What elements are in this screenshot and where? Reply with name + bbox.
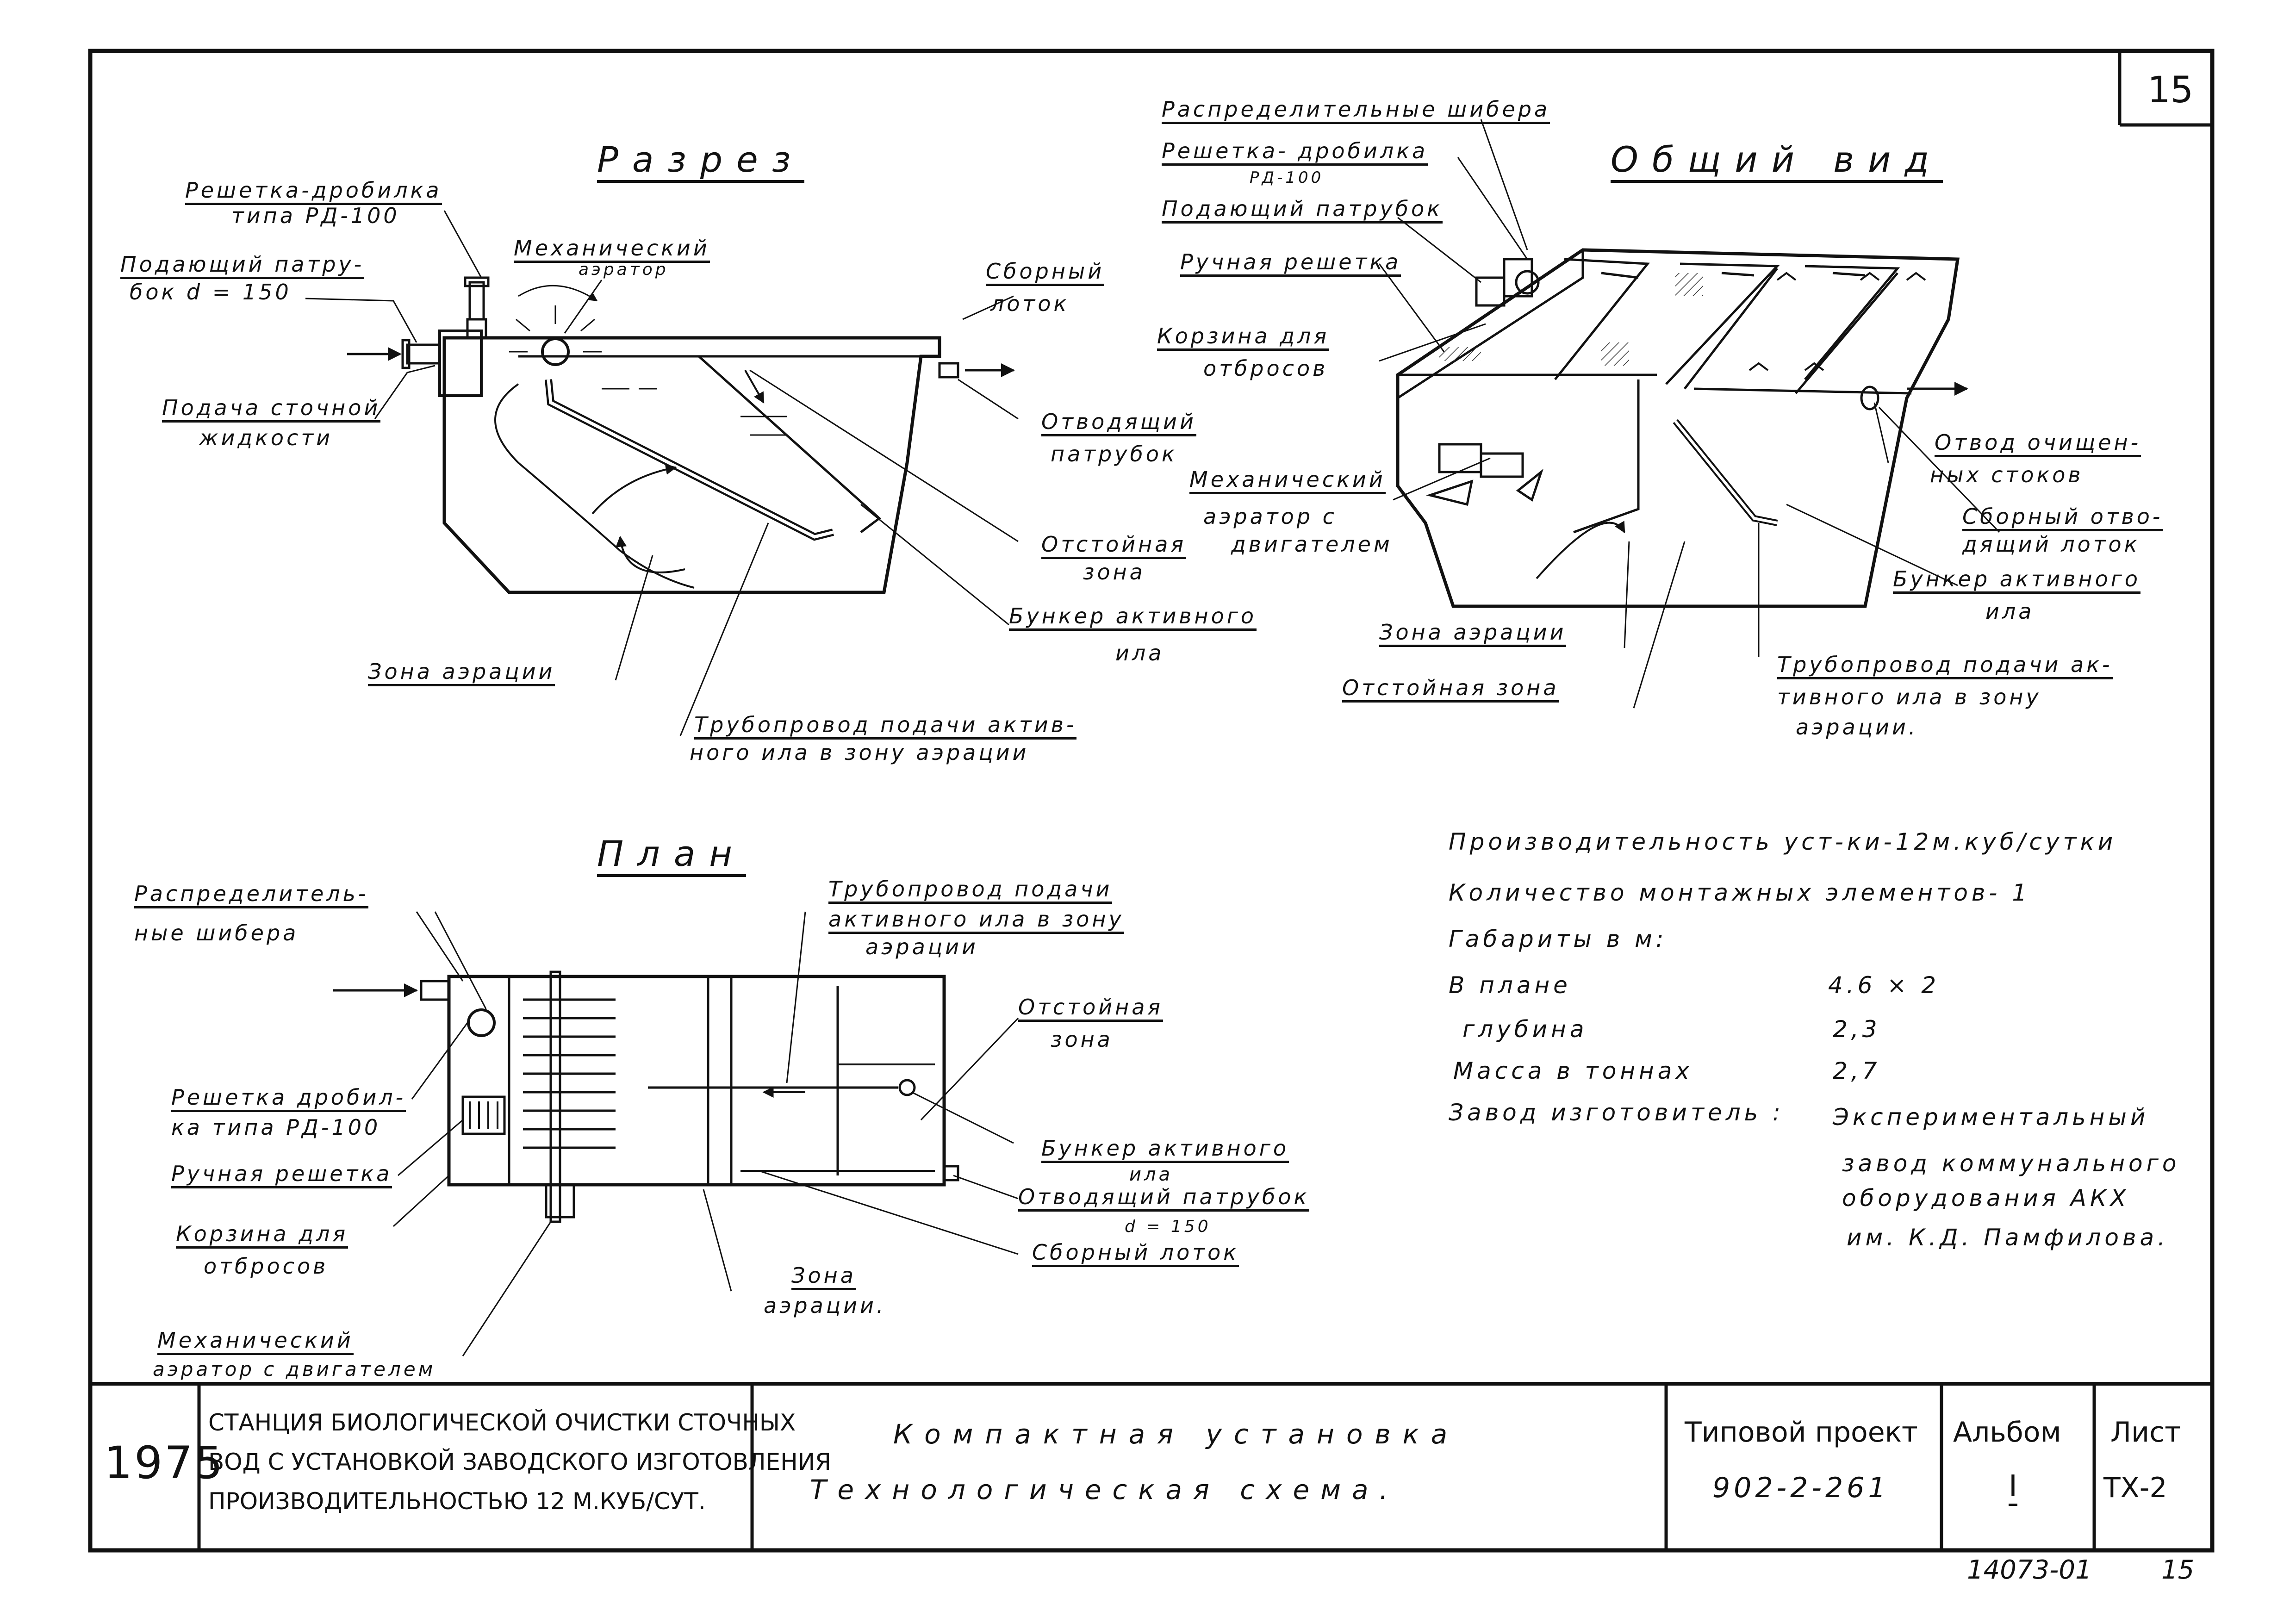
spec-elements: Количество монтажных элементов- 1 xyxy=(1449,879,2031,906)
spec-depth-label: глубина xyxy=(1462,1016,1588,1043)
plan-basket-label: Корзина для xyxy=(176,1222,348,1249)
footer-page: 15 xyxy=(2161,1555,2195,1585)
plan-hopper-label: Бункер активного xyxy=(1041,1136,1289,1163)
general-pipeline-label-3: аэрации. xyxy=(1796,715,1918,740)
section-outlet-label: Отводящий xyxy=(1041,410,1196,436)
plan-aeration-label-2: аэрации. xyxy=(764,1293,886,1318)
plan-shutters-label: Распределитель- xyxy=(134,882,369,908)
plan-settling-label: Отстойная xyxy=(1018,995,1164,1022)
general-pipeline-label-2: тивного ила в зону xyxy=(1777,684,2041,709)
section-aeration-zone-label: Зона аэрации xyxy=(368,659,555,686)
plan-outlet-label-2: d = 150 xyxy=(1125,1217,1211,1236)
plan-pipeline-label: Трубопровод подачи xyxy=(828,877,1113,904)
spec-dimensions-header: Габариты в м: xyxy=(1449,926,1668,952)
plan-hopper-label-2: ила xyxy=(1129,1164,1173,1185)
general-view xyxy=(1378,119,2000,709)
title-block-desc-2: ВОД С УСТАНОВКОЙ ЗАВОДСКОГО ИЗГОТОВЛЕНИЯ xyxy=(208,1449,831,1475)
plan-shutters-label-2: ные шибера xyxy=(134,920,299,945)
section-outlet-label-2: патрубок xyxy=(1051,442,1177,466)
plan-view xyxy=(333,911,1019,1356)
plan-grate-label-2: ка типа РД-100 xyxy=(171,1115,381,1140)
section-grate-label: Решетка-дробилка xyxy=(185,178,442,205)
spec-manufacturer-4: им. К.Д. Памфилова. xyxy=(1847,1224,2169,1251)
section-settling-label: Отстойная xyxy=(1041,532,1187,559)
section-wastewater-label: Подача сточной xyxy=(162,396,381,423)
general-manual-grate-label: Ручная решетка xyxy=(1180,250,1401,277)
section-grate-label-2: типа РД-100 xyxy=(231,203,400,228)
section-aerator-label: Механический xyxy=(514,236,710,263)
plan-pipeline-label-3: аэрации xyxy=(865,934,978,959)
section-view xyxy=(305,210,1019,736)
general-inlet-label: Подающий патрубок xyxy=(1162,197,1443,224)
title-block-project-number: 902-2-261 xyxy=(1712,1472,1890,1504)
plan-basket-label-2: отбросов xyxy=(204,1254,329,1279)
general-collector-label: Сборный отво- xyxy=(1962,504,2163,531)
spec-manufacturer-2: завод коммунального xyxy=(1842,1150,2180,1177)
spec-mass-value: 2,7 xyxy=(1833,1057,1881,1084)
spec-manufacturer-1: Экспериментальный xyxy=(1833,1104,2149,1131)
general-aeration-zone-label: Зона аэрации xyxy=(1379,620,1567,647)
general-basket-label: Корзина для xyxy=(1157,324,1330,351)
title-block-album-label: Альбом xyxy=(1953,1416,2061,1449)
plan-aeration-label: Зона xyxy=(791,1263,856,1290)
general-treated-label: Отвод очищен- xyxy=(1935,430,2141,457)
sheet-number: 15 xyxy=(2147,69,2194,111)
general-aerator-label-3: двигателем xyxy=(1231,532,1393,557)
section-collector-label: Сборный xyxy=(986,259,1105,286)
sheet-frame xyxy=(88,49,2215,1553)
title-block-project-label: Типовой проект xyxy=(1685,1416,1918,1449)
title-block-album-value: I xyxy=(2009,1469,2017,1506)
title-block-title-1: Компактная установка xyxy=(893,1418,1460,1450)
section-inlet-label-2: бок d = 150 xyxy=(130,280,292,305)
general-grate-label: Решетка- дробилка xyxy=(1162,139,1428,166)
general-basket-label-2: отбросов xyxy=(1203,356,1328,381)
general-settling-zone-label: Отстойная зона xyxy=(1342,676,1559,703)
title-block-grid xyxy=(197,1384,2096,1550)
section-collector-label-2: лоток xyxy=(990,291,1070,316)
section-pipeline-label-2: ного ила в зону аэрации xyxy=(690,740,1029,765)
spec-capacity: Производительность уст-ки-12м.куб/сутки xyxy=(1449,828,2117,855)
spec-manufacturer-3: оборудования АКХ xyxy=(1842,1185,2130,1212)
general-shutters-label: Распределительные шибера xyxy=(1162,97,1550,124)
title-block-sheet-label: Лист xyxy=(2110,1416,2181,1449)
spec-plan-value: 4.6 × 2 xyxy=(1828,972,1940,999)
plan-title: План xyxy=(597,833,746,877)
section-aerator-label-2: аэратор xyxy=(579,260,669,279)
plan-collector-label: Сборный лоток xyxy=(1032,1240,1239,1267)
section-settling-label-2: зона xyxy=(1083,560,1145,585)
plan-pipeline-label-2: активного ила в зону xyxy=(828,907,1124,934)
spec-plan-label: В плане xyxy=(1449,972,1571,999)
title-block-desc-1: СТАНЦИЯ БИОЛОГИЧЕСКОЙ ОЧИСТКИ СТОЧНЫХ xyxy=(208,1409,796,1436)
general-grate-label-2: РД-100 xyxy=(1250,168,1324,187)
section-hopper-label: Бункер активного xyxy=(1009,604,1257,631)
general-collector-label-2: дящий лоток xyxy=(1962,532,2140,557)
section-inlet-label: Подающий патру- xyxy=(120,252,365,279)
plan-manual-grate-label: Ручная решетка xyxy=(171,1162,392,1188)
plan-aerator-label: Механический xyxy=(157,1328,354,1355)
plan-outlet-label: Отводящий патрубок xyxy=(1018,1185,1310,1212)
general-treated-label-2: ных стоков xyxy=(1930,462,2084,487)
general-view-title: Общий вид xyxy=(1611,139,1943,183)
spec-mass-label: Масса в тоннах xyxy=(1453,1057,1693,1084)
general-aerator-label: Механический xyxy=(1189,467,1386,494)
title-block-year: 1975 xyxy=(104,1437,225,1489)
title-block-desc-3: ПРОИЗВОДИТЕЛЬНОСТЬЮ 12 М.КУБ/СУТ. xyxy=(208,1488,706,1515)
general-hopper-label-2: ила xyxy=(1985,599,2035,624)
section-pipeline-label: Трубопровод подачи актив- xyxy=(694,713,1077,740)
plan-settling-label-2: зона xyxy=(1051,1027,1113,1052)
section-wastewater-label-2: жидкости xyxy=(199,425,333,450)
title-block-title-2: Технологическая схема. xyxy=(810,1474,1399,1505)
footer-inventory: 14073-01 xyxy=(1967,1555,2092,1585)
plan-aerator-label-2: аэратор с двигателем xyxy=(153,1358,436,1380)
title-block-sheet-value: ТХ-2 xyxy=(2103,1472,2167,1504)
general-pipeline-label: Трубопровод подачи ак- xyxy=(1777,653,2113,679)
plan-grate-label: Решетка дробил- xyxy=(171,1085,406,1112)
spec-depth-value: 2,3 xyxy=(1833,1016,1881,1043)
section-title: Разрез xyxy=(597,139,805,183)
general-aerator-label-2: аэратор с xyxy=(1203,504,1337,529)
general-hopper-label: Бункер активного xyxy=(1893,567,2141,594)
section-hopper-label-2: ила xyxy=(1115,640,1164,665)
spec-manufacturer-label: Завод изготовитель : xyxy=(1449,1099,1784,1126)
